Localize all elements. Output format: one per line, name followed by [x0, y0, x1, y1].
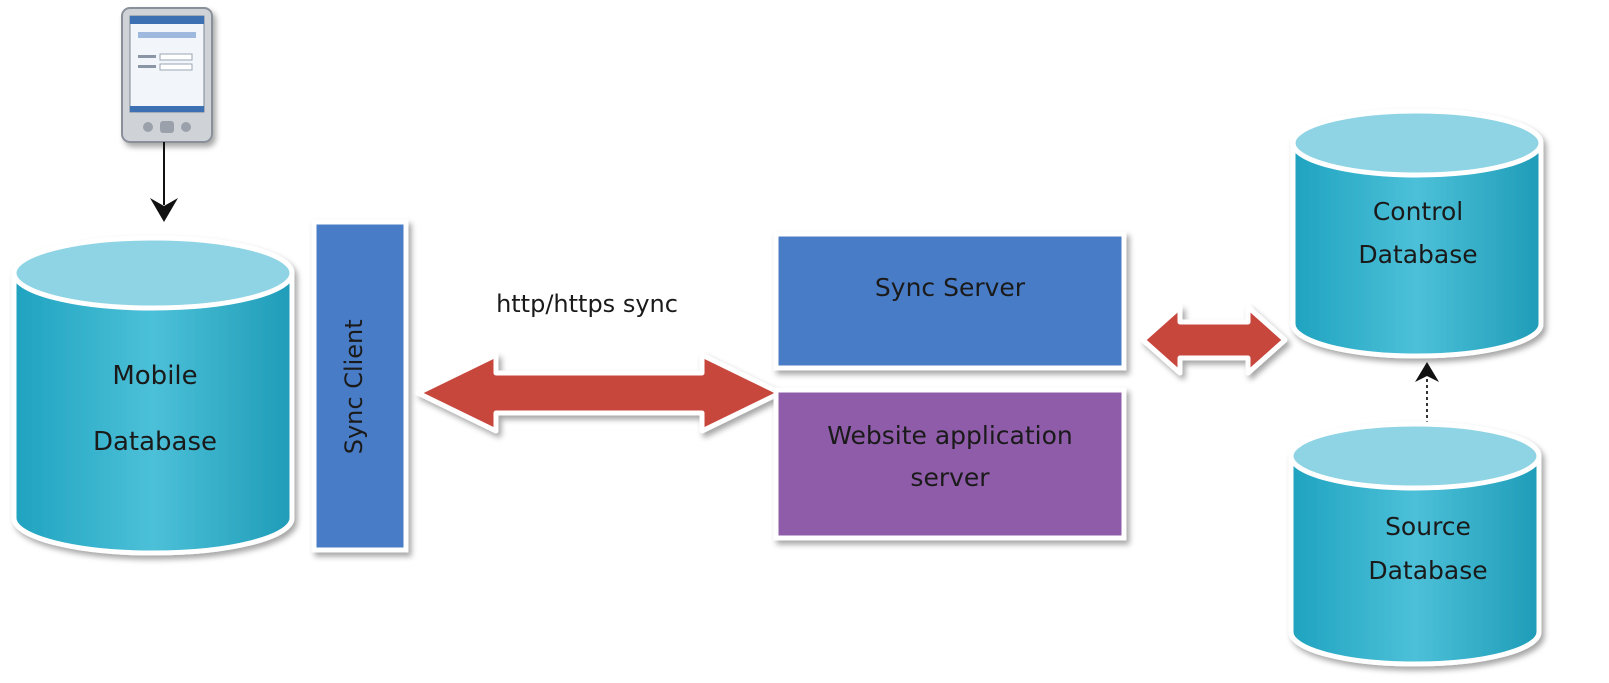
website-server-label-line2: server	[910, 463, 990, 492]
mobile-database-cylinder	[11, 235, 295, 556]
mobile-db-label-line2: Database	[92, 427, 218, 457]
http-sync-label: http/https sync	[496, 290, 678, 318]
website-app-server-box	[773, 387, 1127, 541]
sync-client-label: Sync Client	[340, 319, 369, 455]
control-db-label-line1: Control	[1372, 197, 1464, 226]
http-sync-double-arrow	[415, 352, 783, 434]
source-db-label-line2: Database	[1368, 556, 1488, 585]
server-to-control-double-arrow	[1140, 304, 1288, 376]
phone-to-db-arrow	[150, 142, 178, 222]
sync-server-label: Sync Server	[874, 273, 1026, 302]
sync-client-bar	[311, 219, 409, 553]
control-db-label-line2: Database	[1358, 240, 1478, 269]
source-to-control-arrow	[1415, 362, 1439, 430]
mobile-device-icon	[121, 7, 213, 143]
mobile-db-label-line1: Mobile	[112, 361, 198, 391]
control-database-cylinder	[1290, 108, 1544, 359]
sync-server-box	[773, 231, 1127, 371]
source-db-label-line1: Source	[1385, 512, 1471, 541]
website-server-label-line1: Website application	[827, 421, 1073, 450]
source-database-cylinder	[1288, 421, 1542, 667]
